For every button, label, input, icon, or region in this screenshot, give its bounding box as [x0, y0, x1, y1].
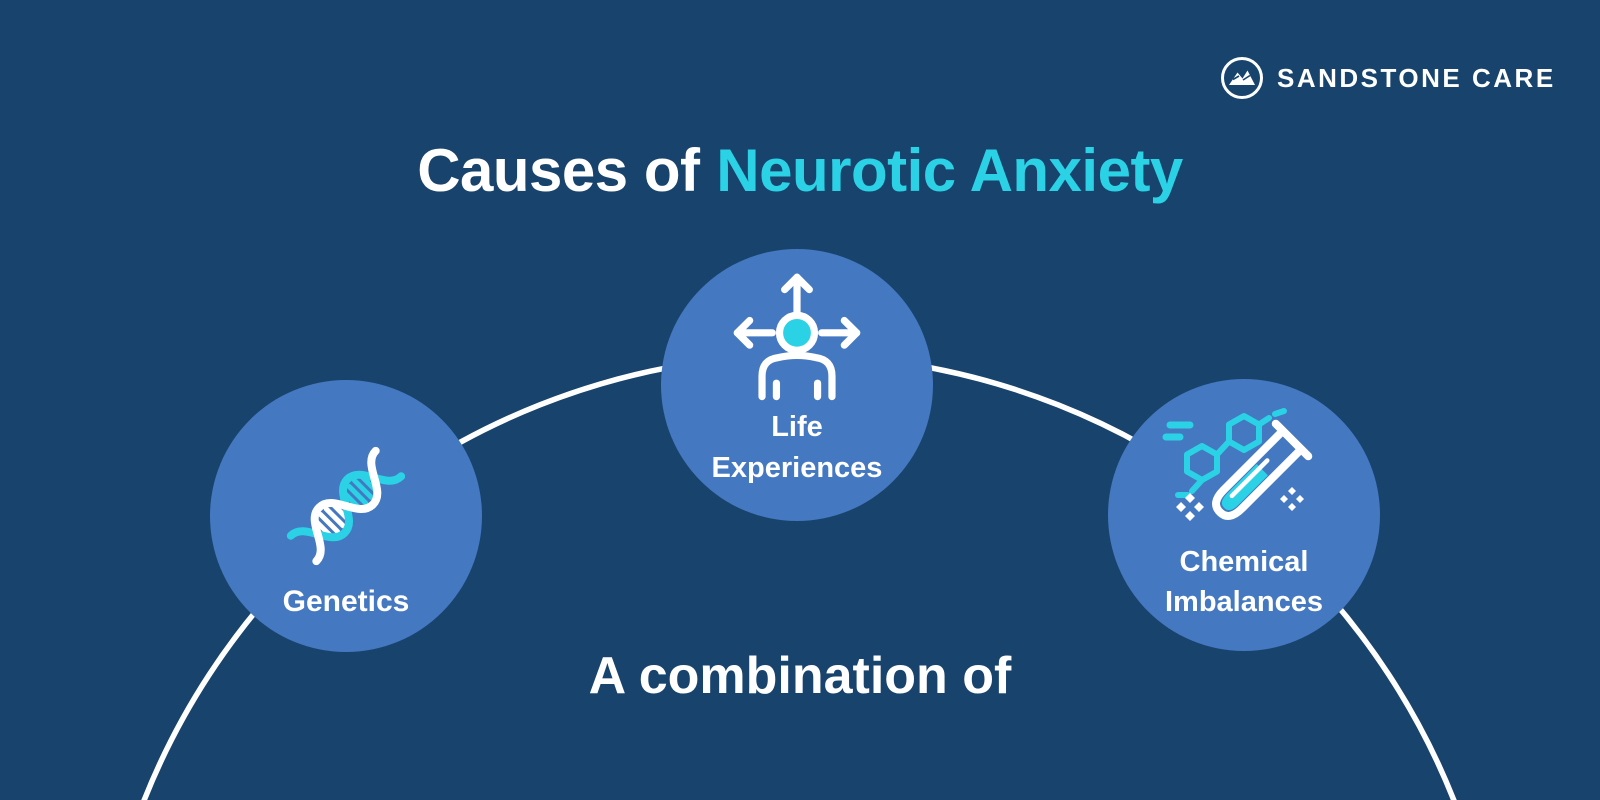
- cause-bubble-chemical-imbalances: Chemical Imbalances: [1108, 379, 1380, 651]
- person-arrows-icon: [733, 273, 861, 401]
- mountain-logo-icon: [1221, 57, 1263, 99]
- title-prefix: Causes of: [417, 137, 700, 204]
- subtitle: A combination of: [588, 647, 1012, 705]
- cause-label-life-experiences: Life Experiences: [661, 407, 933, 489]
- cause-label-line: Life: [771, 411, 823, 443]
- cause-label-line: Chemical: [1179, 546, 1309, 578]
- cause-bubble-genetics: Genetics: [210, 380, 482, 652]
- cause-label-chemical-imbalances: Chemical Imbalances: [1108, 542, 1380, 622]
- sparkle-icon: [1176, 487, 1304, 521]
- cause-label-line: Imbalances: [1165, 586, 1323, 618]
- test-tube-icon: [1162, 408, 1313, 521]
- cause-label-genetics: Genetics: [282, 585, 410, 618]
- title-highlight: Neurotic Anxiety: [716, 137, 1183, 204]
- dna-icon: [286, 446, 406, 566]
- cause-label-line: Experiences: [711, 452, 883, 484]
- cause-bubble-life-experiences: Life Experiences: [661, 249, 933, 521]
- brand-logo: SANDSTONE CARE: [1219, 55, 1556, 101]
- brand-name: SANDSTONE CARE: [1277, 62, 1556, 93]
